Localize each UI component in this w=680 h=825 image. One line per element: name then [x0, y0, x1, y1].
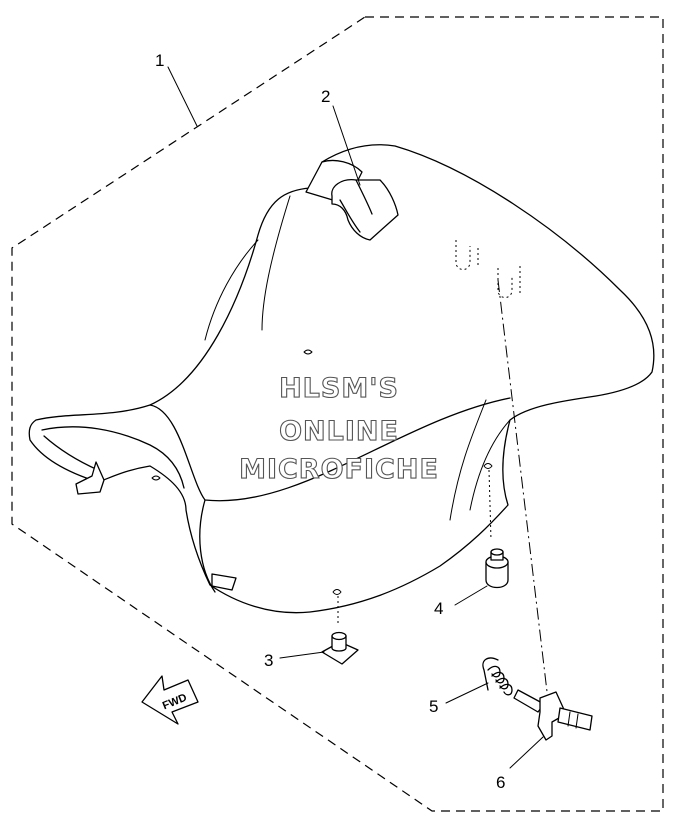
watermark-line-3: MICROFICHE [239, 454, 439, 485]
callout-1: 1 [155, 51, 164, 70]
watermark: HLSM'S ONLINE MICROFICHE [239, 372, 439, 485]
leader-line-2 [332, 105, 361, 186]
watermark-line-2: ONLINE [279, 416, 399, 447]
part-6-latch [513, 689, 593, 741]
leader-line-3 [279, 651, 325, 659]
part-5-spring [482, 657, 513, 696]
assembly-center-line [497, 279, 549, 701]
part-2-strap [331, 179, 399, 241]
leader-line-6 [509, 736, 544, 769]
callout-3: 3 [264, 651, 273, 670]
callout-4: 4 [434, 599, 443, 618]
part-3-bracket [321, 589, 359, 665]
callout-5: 5 [429, 697, 438, 716]
assembly-boundary [11, 16, 664, 812]
leader-line-5 [445, 682, 489, 704]
forward-direction-arrow: FWD [141, 675, 199, 725]
leader-line-1 [167, 66, 198, 127]
watermark-line-1: HLSM'S [279, 373, 399, 404]
callout-6: 6 [496, 773, 505, 792]
part-4-damper [483, 463, 509, 589]
callout-2: 2 [321, 87, 330, 106]
leader-line-4 [454, 585, 488, 606]
